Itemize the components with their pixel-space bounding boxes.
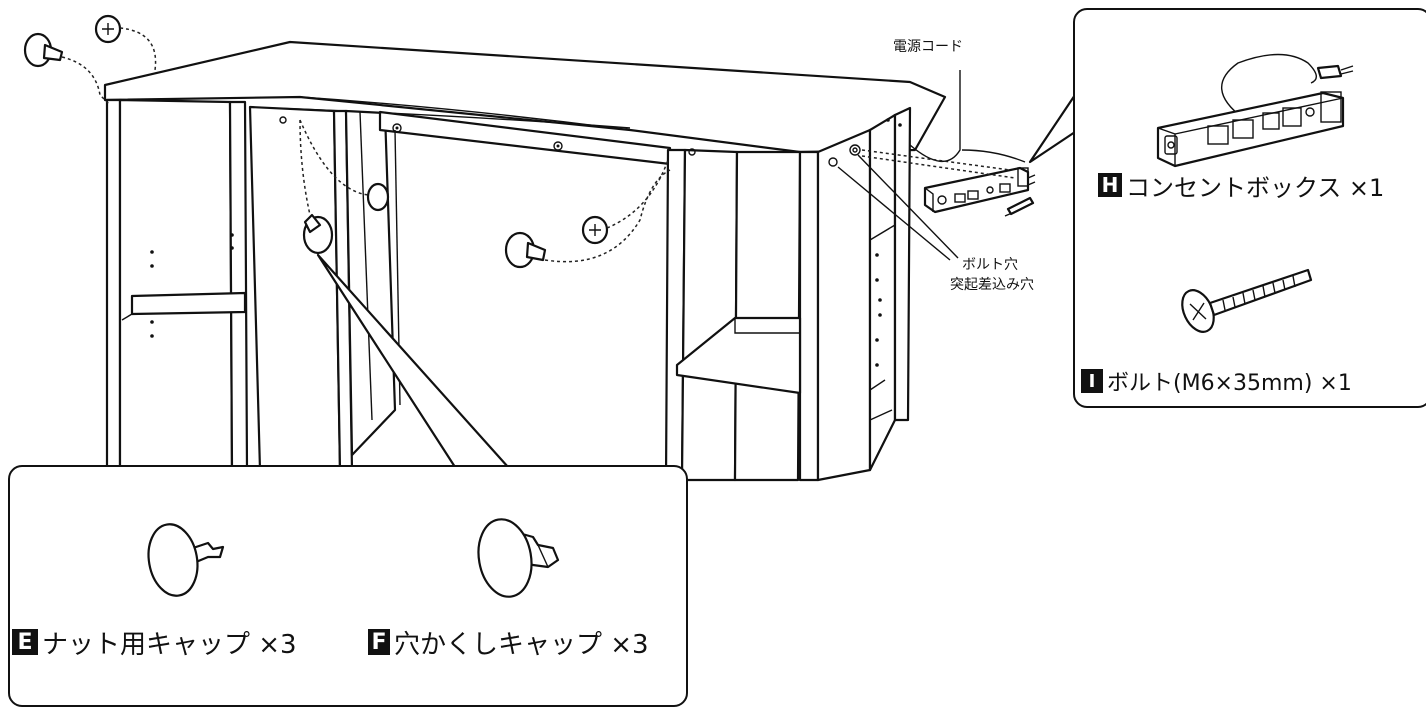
part-f-text: 穴かくしキャップ ×3 [394, 629, 649, 660]
parts-box-h-i-art [1156, 53, 1354, 333]
bolt-hole-label: ボルト穴 [962, 257, 1018, 273]
nut-cap-center [299, 119, 334, 255]
hole-cap-right [581, 159, 669, 245]
parts-box-e-f-art [147, 518, 560, 598]
power-strip-installed [837, 70, 1036, 261]
part-i-label: I ボルト(M6×35mm) ×1 [1081, 366, 1352, 396]
parts-box-e-f [8, 465, 688, 707]
part-e-label: E ナット用キャップ ×3 [12, 624, 297, 660]
bolt-icon [1181, 268, 1313, 333]
part-e-text: ナット用キャップ ×3 [42, 629, 297, 660]
nut-cap-right [504, 169, 671, 269]
part-e-letter: E [12, 629, 38, 655]
part-h-text: コンセントボックス ×1 [1126, 173, 1385, 202]
nut-cap-icon [147, 523, 225, 597]
part-i-text: ボルト(M6×35mm) ×1 [1107, 371, 1352, 396]
hole-cap-upper [94, 14, 157, 71]
part-f-label: F 穴かくしキャップ ×3 [368, 624, 649, 660]
power-cord-label: 電源コード [893, 39, 963, 55]
insert-hole-label: 突起差込み穴 [950, 277, 1034, 293]
nut-cap-upper-left [23, 32, 111, 106]
power-strip-icon [1156, 53, 1354, 168]
part-f-letter: F [368, 629, 390, 655]
hole-cap-center [299, 119, 390, 212]
parts-box-h-i [1073, 8, 1426, 408]
callout-tail-h [1028, 90, 1080, 164]
part-h-letter: H [1098, 173, 1122, 197]
part-i-letter: I [1081, 369, 1103, 393]
part-h-label: H コンセントボックス ×1 [1098, 170, 1385, 202]
hole-cap-icon [477, 518, 560, 598]
